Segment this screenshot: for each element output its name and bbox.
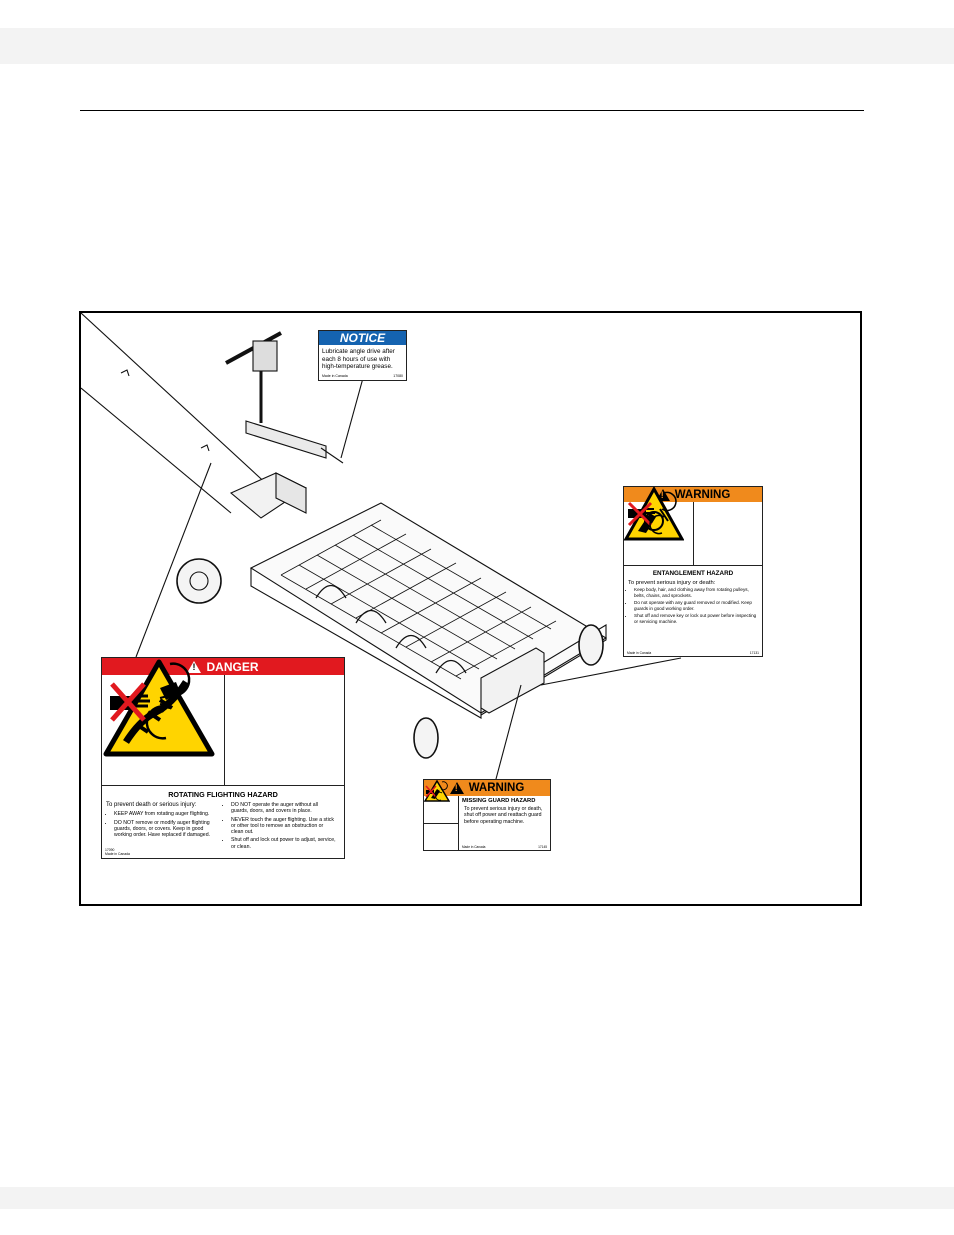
- entanglement-title: ENTANGLEMENT HAZARD: [652, 570, 734, 577]
- missing-guard-made-in: Made in Canada: [462, 845, 486, 849]
- list-item: Shut off and remove key or lock out powe…: [634, 613, 758, 624]
- safety-decal-figure: NOTICE Lubricate angle drive after each …: [79, 311, 862, 906]
- notice-code: 17080: [393, 374, 403, 378]
- danger-intro: To prevent death or serious injury:: [106, 802, 197, 808]
- header-band: [0, 28, 954, 64]
- footer-band: [0, 1187, 954, 1209]
- entanglement-bullets: Keep body, hair, and clothing away from …: [624, 587, 762, 625]
- list-item: KEEP AWAY from rotating auger flighting.: [114, 811, 219, 817]
- header-rule: [80, 110, 864, 111]
- missing-guard-header: WARNING: [424, 780, 550, 796]
- danger-code: 17090: [105, 848, 115, 852]
- no-hands-rotation-icon: [627, 491, 677, 535]
- list-item: DO NOT remove or modify auger flighting …: [114, 820, 219, 839]
- list-item: Keep body, hair, and clothing away from …: [634, 587, 758, 598]
- notice-body: Lubricate angle drive after each 8 hours…: [322, 348, 395, 371]
- notice-decal: NOTICE Lubricate angle drive after each …: [318, 330, 407, 381]
- entanglement-warning-decal: WARNING ENTANGLEME: [623, 486, 763, 657]
- alert-triangle-icon: [449, 782, 464, 794]
- danger-title: ROTATING FLIGHTING HAZARD: [168, 790, 278, 799]
- missing-guard-body: To prevent serious injury or death, shut…: [464, 806, 543, 825]
- hopper-illustration: [81, 313, 682, 780]
- list-item: DO NOT operate the auger without all gua…: [231, 802, 336, 815]
- notice-made-in: Made in Canada: [322, 374, 348, 378]
- missing-guard-code: 17145: [538, 845, 547, 849]
- no-hands-rotation-icon: [110, 662, 191, 740]
- missing-guard-header-label: WARNING: [468, 782, 525, 794]
- danger-header-label: DANGER: [206, 659, 259, 674]
- list-item: Shut off and lock out power to adjust, s…: [231, 837, 336, 850]
- list-item: Do not operate with any guard removed or…: [634, 600, 758, 611]
- list-item: NEVER touch the auger flighting. Use a s…: [231, 817, 336, 836]
- danger-made-in: Made in Canada: [105, 852, 130, 856]
- entanglement-code: 17131: [749, 651, 759, 655]
- entanglement-made-in: Made in Canada: [627, 651, 652, 655]
- entanglement-header-label: WARNING: [674, 488, 731, 501]
- alert-triangle-icon: [187, 660, 202, 673]
- danger-decal: DANGER: [101, 657, 345, 859]
- notice-header: NOTICE: [319, 331, 406, 345]
- missing-guard-warning-decal: WARNING: [423, 779, 551, 851]
- no-hands-rotation-icon: [425, 781, 448, 801]
- entanglement-intro: To prevent serious injury or death:: [628, 580, 716, 586]
- missing-guard-title: MISSING GUARD HAZARD: [462, 798, 536, 804]
